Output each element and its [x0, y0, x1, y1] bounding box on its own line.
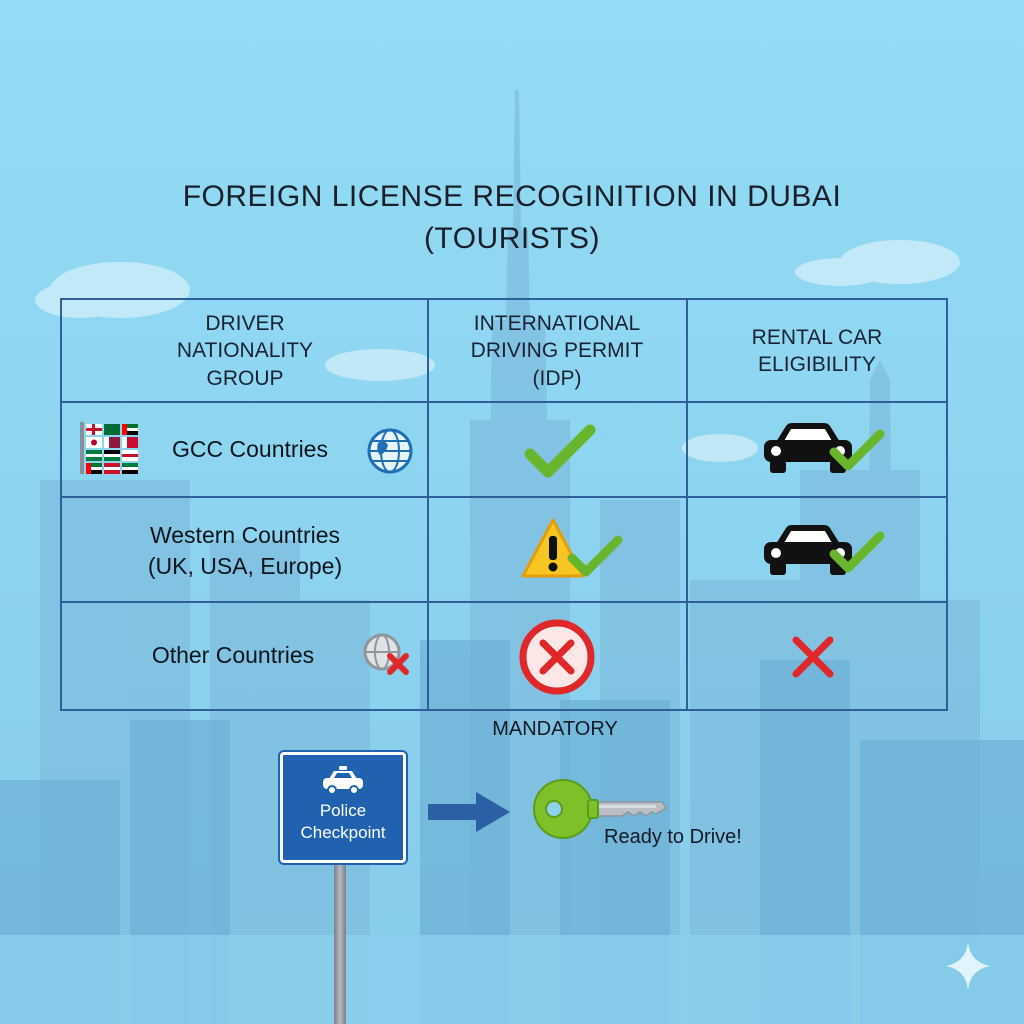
- sign-line-police: Police: [319, 801, 367, 820]
- sign-line-checkpoint: Checkpoint: [300, 823, 386, 842]
- globe-x-icon: [363, 633, 409, 675]
- row-western-label: Western Countries(UK, USA, Europe): [147, 521, 343, 579]
- sparkle-icon: [946, 942, 990, 990]
- check-icon: [567, 535, 623, 577]
- page-title: FOREIGN LICENSE RECOGINITION IN DUBAI: [182, 180, 842, 213]
- row-gcc-label: GCC Countries: [172, 436, 328, 463]
- key-icon: [533, 779, 668, 839]
- clouds: [35, 240, 960, 462]
- police-checkpoint-sign: Police Checkpoint: [280, 752, 406, 863]
- license-table: [60, 298, 948, 711]
- sign-pole: [334, 860, 346, 1024]
- check-icon: [524, 424, 596, 478]
- mandatory-label: MANDATORY: [492, 718, 618, 740]
- car-icon: [764, 423, 852, 473]
- arrow-icon: [428, 792, 510, 832]
- warning-icon: [521, 518, 585, 578]
- circle-x-icon: [519, 619, 595, 695]
- police-car-icon: [323, 766, 363, 795]
- check-icon: [829, 429, 885, 471]
- globe-icon: [367, 428, 413, 474]
- page-subtitle: (TOURISTS): [423, 222, 601, 255]
- row-other-label: Other Countries: [151, 642, 315, 669]
- car-icon: [764, 525, 852, 575]
- x-icon: [792, 636, 834, 678]
- ready-to-drive-label: Ready to Drive!: [604, 826, 742, 848]
- check-icon: [829, 531, 885, 573]
- flags-icon: [80, 422, 138, 474]
